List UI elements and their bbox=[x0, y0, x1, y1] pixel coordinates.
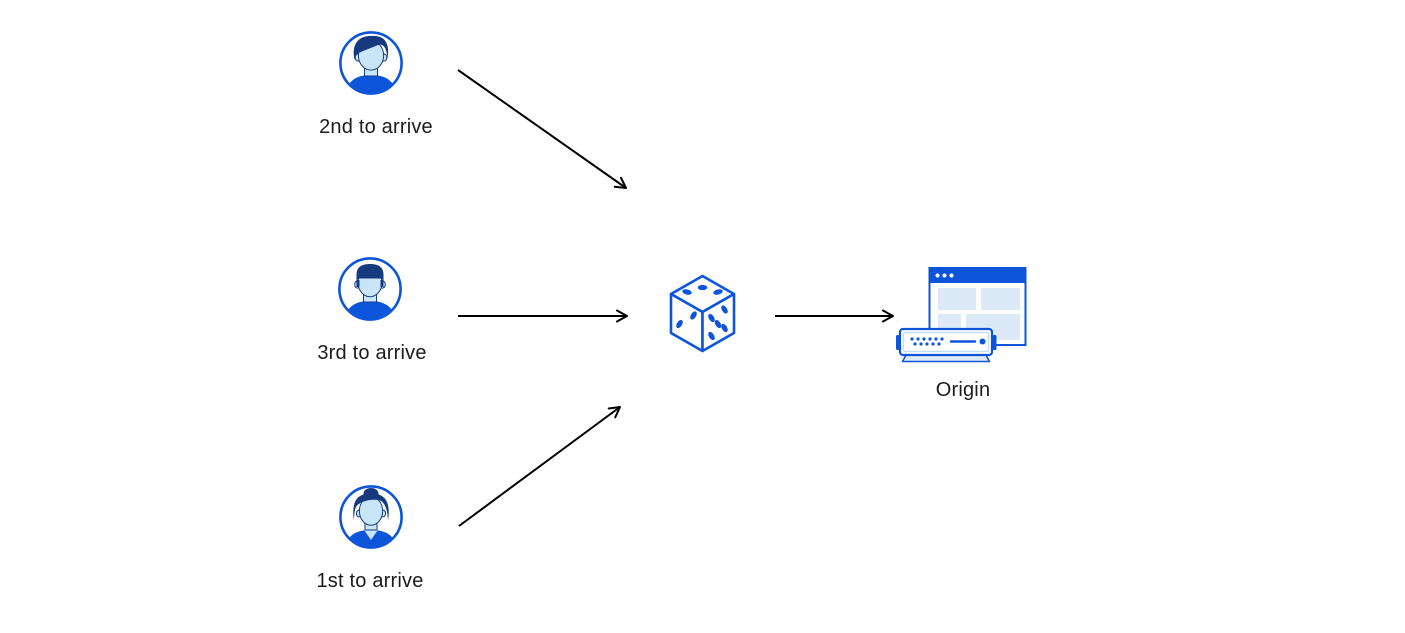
origin-server-browser-icon bbox=[896, 267, 1027, 363]
visitor-2nd-label: 2nd to arrive bbox=[319, 116, 433, 138]
arrow-visitor-2nd-to-dice bbox=[457, 69, 627, 189]
visitor-1st-node bbox=[338, 484, 404, 550]
origin-label: Origin bbox=[935, 379, 991, 401]
male-avatar-short-hair-icon bbox=[338, 257, 402, 321]
visitor-3rd-label: 3rd to arrive bbox=[317, 342, 427, 364]
visitor-2nd-node bbox=[338, 30, 404, 96]
visitor-3rd-node bbox=[337, 256, 403, 322]
male-avatar-swept-hair-icon bbox=[339, 31, 403, 95]
dice-icon bbox=[669, 274, 736, 353]
random-selector-node bbox=[668, 273, 737, 354]
origin-node bbox=[895, 262, 1029, 364]
female-avatar-bun-icon bbox=[339, 485, 403, 549]
visitor-1st-label: 1st to arrive bbox=[316, 570, 424, 592]
arrow-visitor-1st-to-dice bbox=[458, 406, 621, 527]
